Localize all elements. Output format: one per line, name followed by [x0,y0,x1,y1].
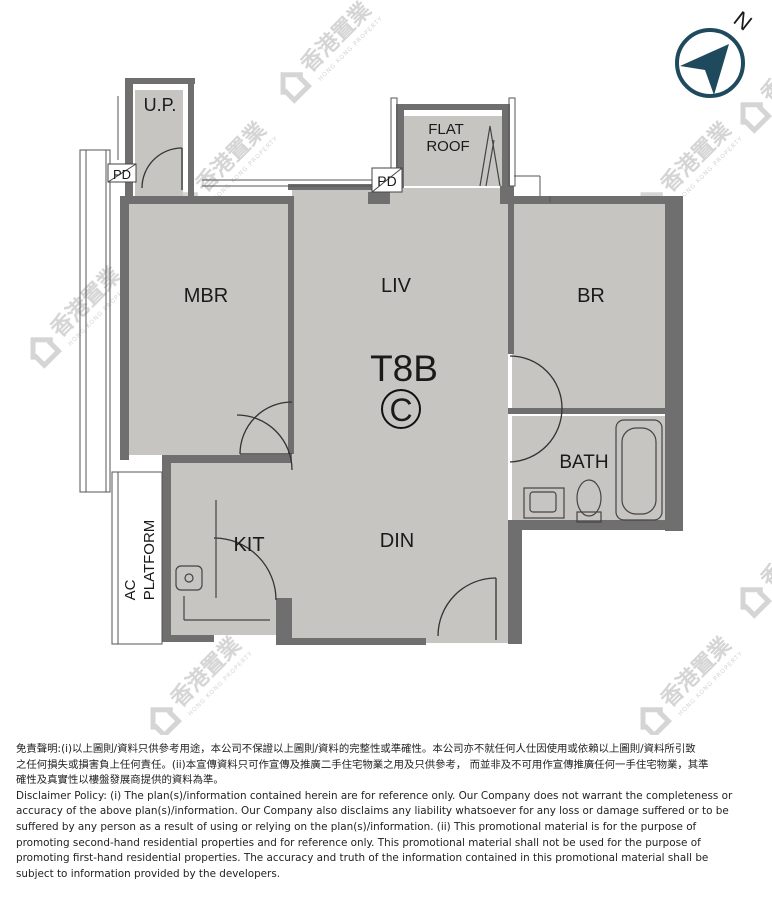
disclaimer-en-line: suffered by any person as a result of us… [16,820,697,833]
toilet [576,479,602,517]
disclaimer-en-line: promoting second-hand residential proper… [16,836,701,849]
ac-platform-line2: PLATFORM [141,520,158,601]
flat-roof-line1: FLAT [428,121,464,138]
disclaimer-zh-line: 免責聲明:(i)以上圖則/資料只供參考用途，本公司不保證以上圖則/資料的完整性或… [16,743,696,755]
unit-title: T8B [370,348,438,389]
basin [523,487,565,519]
room-label-bath: BATH [559,452,608,473]
mbr-floor [128,200,292,455]
room-label-liv: LIV [381,275,412,297]
north-label: N [729,6,757,35]
unit-badge-circle [381,389,421,429]
disclaimer-en-line: accuracy of the above plan(s)/informatio… [16,805,729,818]
room-label-kit: KIT [233,534,264,556]
disclaimer-zh-line: 確性及真實性以樓盤發展商提供的資料為準。 [16,774,224,787]
walls [120,78,683,645]
room-label-mbr: MBR [184,285,228,307]
disclaimer: 免責聲明:(i)以上圖則/資料只供參考用途，本公司不保證以上圖則/資料的完整性或… [16,742,761,882]
disclaimer-zh-line: 之任何損失或損害負上任何責任。(ii)本宣傳資料只可作宣傳及推廣二手住宅物業之用… [16,758,709,771]
floor-plan: 香港置業 HONG KONG PROPERTY [0,0,772,735]
room-label-br: BR [577,285,605,307]
pd-label-right: PD [377,173,396,189]
disclaimer-en-line: promoting first-hand residential propert… [16,852,709,865]
liv-din-floor [292,188,508,643]
bath-floor [512,416,668,524]
compass-ring [675,28,745,98]
room-fills [128,90,668,643]
fixtures [175,125,663,621]
disclaimer-en-line: Disclaimer Policy: (i) The plan(s)/infor… [16,789,733,802]
north-compass [675,28,745,98]
br-floor [512,203,668,411]
outline-details [79,96,551,645]
kit-floor [170,460,292,635]
unit-badge: C [389,392,412,428]
disclaimer-en-line: subject to information provided by the d… [16,867,281,880]
doors [141,147,563,640]
compass-arrow-icon [680,44,729,95]
kitchen-sink [175,565,203,591]
room-label-up: U.P. [144,95,177,115]
bathtub [615,419,663,521]
room-label-din: DIN [380,530,414,552]
ac-platform-line1: AC [122,579,139,600]
flat-roof-line2: ROOF [426,138,469,155]
pd-label-left: PD [113,167,131,182]
